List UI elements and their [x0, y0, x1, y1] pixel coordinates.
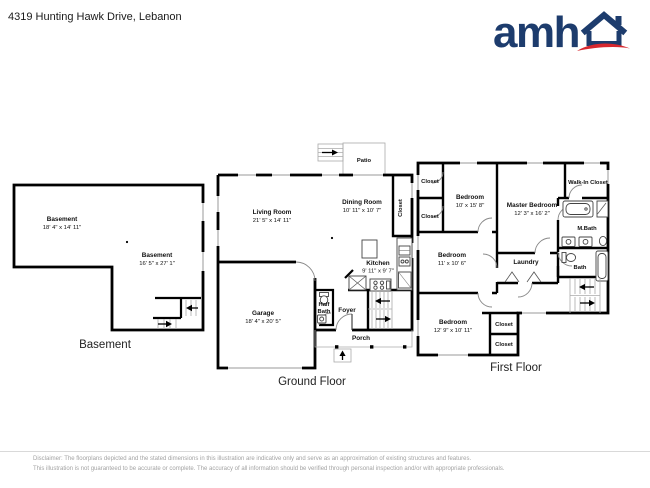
room-dims: 9' 11" x 9' 7" [362, 269, 394, 275]
room-label: Kitchen [366, 260, 390, 267]
room-label: Closet [495, 322, 513, 328]
room-label: Bath [318, 309, 331, 315]
room-label: Closet [495, 342, 513, 348]
kitchen-fixtures [348, 237, 413, 292]
room-label: Basement [142, 252, 173, 259]
basement-outline [12, 183, 205, 332]
stair-arrow-up-icon [579, 283, 594, 291]
room-label: Dining Room [342, 199, 382, 206]
stair-arrow-down-icon [376, 315, 391, 323]
basement-plan: Basement 18' 4" x 14' 11" Basement 16' 5… [12, 183, 206, 351]
first-floor-doors [431, 171, 583, 308]
amh-logo-text: amh [493, 10, 579, 54]
room-label: Closet [421, 214, 439, 220]
room-label: Basement [47, 216, 78, 223]
basement-title: Basement [79, 339, 132, 351]
stair-arrow-down-icon [158, 320, 172, 328]
room-dims: 11' x 10' 6" [438, 261, 466, 267]
disclaimer-line-2: This illustration is not guaranteed to b… [33, 465, 505, 472]
laundry-fixtures [504, 271, 542, 283]
first-floor-plan: Closet Closet Bedroom 10' x 15' 8" Maste… [415, 160, 611, 374]
basement-stairs [153, 296, 201, 329]
room-dims: 10' 11" x 10' 7" [343, 208, 381, 214]
room-label: Porch [352, 335, 370, 342]
deck-steps [317, 143, 344, 162]
bath-fixtures [561, 250, 609, 282]
stair-arrow-down-icon [580, 299, 595, 307]
stair-arrow-up-icon [186, 304, 198, 312]
room-label: Closet [398, 199, 404, 217]
amh-logo: amh [493, 10, 630, 54]
room-dims: 21' 5" x 14' 11" [253, 218, 291, 224]
room-label: Walk-In Closet [568, 180, 608, 186]
room-label: Living Room [253, 209, 292, 216]
plan-dot [125, 240, 129, 244]
room-label: Patio [357, 158, 372, 164]
room-label: Bedroom [439, 319, 467, 326]
room-label: Bedroom [456, 194, 484, 201]
ground-windows [215, 172, 415, 371]
amh-house-icon [577, 11, 630, 51]
mbath-fixtures [561, 200, 609, 247]
stair-arrow-up-icon [375, 297, 390, 305]
room-label: Bedroom [438, 252, 466, 259]
ground-floor-plan: Patio Living Room 21' 5" x 14' 11" Dinin… [215, 142, 415, 388]
room-dims: 16' 5" x 27' 1" [139, 261, 175, 267]
first-floor-windows [415, 160, 611, 358]
first-floor-title: First Floor [490, 362, 542, 374]
room-dims: 18' 4" x 20' 5" [245, 319, 281, 325]
property-address: 4319 Hunting Hawk Drive, Lebanon [8, 11, 182, 23]
footer-divider [0, 451, 650, 452]
room-label: Garage [252, 310, 274, 317]
room-label: M.Bath [577, 226, 597, 232]
room-label: Laundry [513, 259, 539, 266]
half-bath-fixtures [317, 292, 329, 324]
room-dims: 12' 9" x 10' 11" [434, 328, 472, 334]
room-label: Bath [574, 265, 587, 271]
room-label: Master Bedroom [507, 202, 558, 209]
ground-floor-title: Ground Floor [278, 376, 346, 388]
disclaimer-text: Disclaimer: The floorplans depicted and … [33, 455, 505, 474]
room-label: Half [319, 302, 330, 308]
ground-stairs [368, 291, 393, 329]
plan-dot [330, 236, 334, 240]
room-label: Foyer [338, 307, 356, 314]
first-floor-stairs [569, 278, 601, 313]
room-dims: 10' x 15' 8" [456, 203, 485, 209]
room-label: Closet [421, 179, 439, 185]
porch-area [314, 330, 413, 363]
disclaimer-line-1: Disclaimer: The floorplans depicted and … [33, 456, 472, 462]
room-dims: 18' 4" x 14' 11" [43, 225, 81, 231]
room-dims: 12' 3" x 16' 2" [514, 211, 550, 217]
